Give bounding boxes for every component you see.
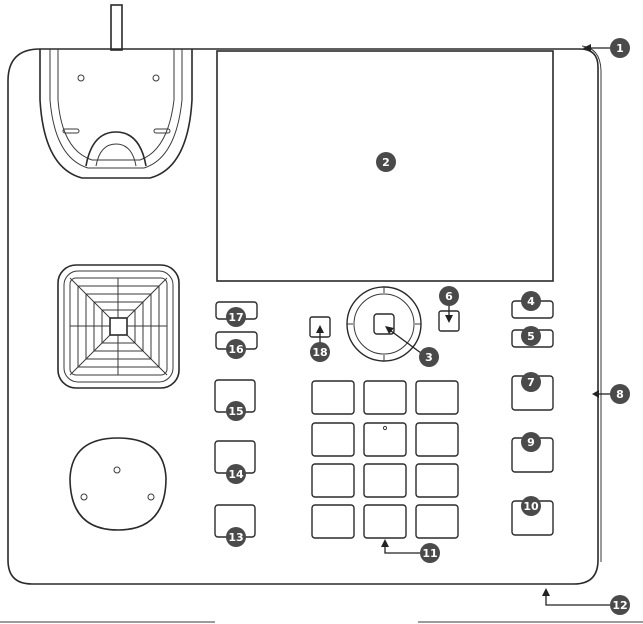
- svg-text:13: 13: [228, 531, 243, 544]
- navigation-cluster[interactable]: [346, 286, 422, 362]
- callout-14: 14: [226, 464, 246, 484]
- svg-text:18: 18: [312, 346, 327, 359]
- cradle-hook-post: [110, 4, 123, 51]
- dial-key[interactable]: [311, 504, 355, 539]
- cradle-slot-left: [62, 128, 80, 134]
- callout-15: 15: [226, 401, 246, 421]
- callout-6: 6: [439, 286, 459, 306]
- dial-key[interactable]: [311, 463, 355, 498]
- dial-key-5-nub: [382, 425, 388, 431]
- stand-base: [69, 437, 167, 531]
- dial-key[interactable]: [363, 422, 407, 457]
- display-screen: [216, 50, 554, 282]
- callout-18: 18: [310, 342, 330, 362]
- speaker-grille: [57, 264, 180, 389]
- svg-text:2: 2: [382, 156, 390, 169]
- cradle-mid-outline: [57, 49, 175, 161]
- cradle-cup-inner: [95, 143, 137, 167]
- dial-pad: [311, 380, 459, 539]
- callout-16: 16: [226, 339, 246, 359]
- callout-17: 17: [226, 307, 246, 327]
- callout-leaders: [316, 44, 612, 606]
- cradle-outer-outline: [39, 49, 193, 179]
- svg-text:10: 10: [523, 500, 539, 513]
- phone-body-outline: [7, 48, 599, 585]
- callout-9: 9: [521, 432, 541, 452]
- svg-text:8: 8: [616, 388, 624, 401]
- cradle-cup: [85, 131, 147, 167]
- svg-text:16: 16: [228, 343, 244, 356]
- svg-text:4: 4: [527, 295, 535, 308]
- callout-3: 3: [419, 347, 439, 367]
- cradle-screw-right: [152, 74, 160, 82]
- dial-key[interactable]: [363, 380, 407, 415]
- callout-8: 8: [610, 384, 630, 404]
- svg-text:6: 6: [445, 290, 453, 303]
- svg-text:12: 12: [612, 599, 627, 612]
- callout-2: 2: [376, 152, 396, 172]
- dial-key[interactable]: [311, 380, 355, 415]
- callout-12: 12: [610, 595, 630, 615]
- callout-5: 5: [521, 326, 541, 346]
- dial-key[interactable]: [415, 463, 459, 498]
- svg-text:11: 11: [422, 547, 437, 560]
- svg-text:1: 1: [616, 42, 624, 55]
- callout-4: 4: [521, 291, 541, 311]
- callout-13: 13: [226, 527, 246, 547]
- dial-key[interactable]: [415, 504, 459, 539]
- dial-key[interactable]: [415, 380, 459, 415]
- svg-text:7: 7: [527, 376, 535, 389]
- handset-cradle: [39, 4, 193, 179]
- cradle-inner-outline: [49, 49, 183, 169]
- svg-text:17: 17: [228, 311, 243, 324]
- dial-key[interactable]: [311, 422, 355, 457]
- svg-text:3: 3: [425, 351, 433, 364]
- cradle-screw-left: [77, 74, 85, 82]
- phone-body-edge: [581, 45, 602, 562]
- svg-text:15: 15: [228, 405, 243, 418]
- callout-10: 10: [521, 496, 541, 516]
- callout-7: 7: [521, 372, 541, 392]
- dial-key[interactable]: [363, 463, 407, 498]
- cradle-slot-right: [153, 128, 171, 134]
- dial-key[interactable]: [415, 422, 459, 457]
- callout-11: 11: [420, 543, 440, 563]
- dial-key[interactable]: [363, 504, 407, 539]
- callout-1: 1: [610, 38, 630, 58]
- svg-text:9: 9: [527, 436, 535, 449]
- svg-text:5: 5: [527, 330, 535, 343]
- svg-text:14: 14: [228, 468, 244, 481]
